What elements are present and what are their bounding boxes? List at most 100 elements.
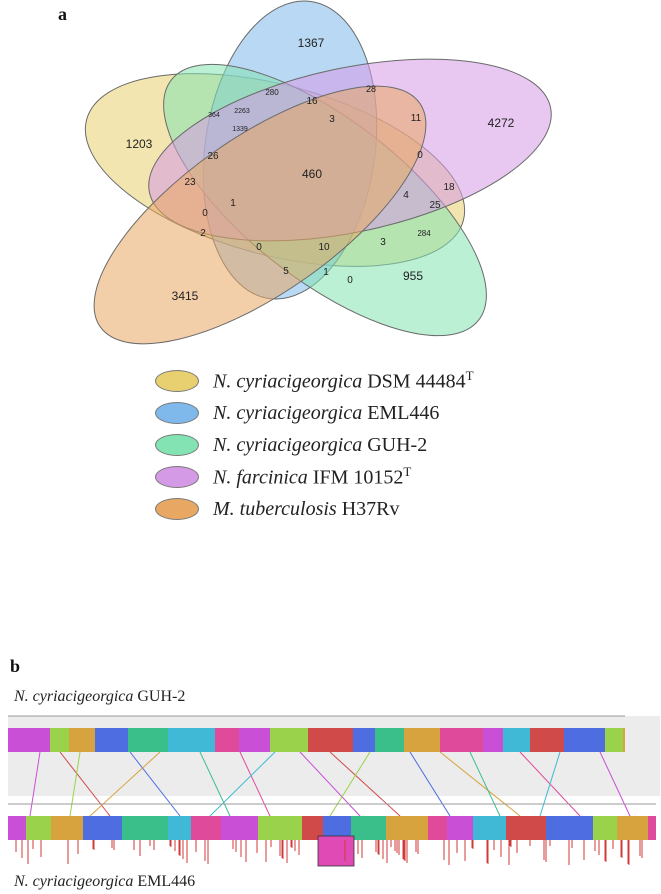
- variation-ticks: [15, 840, 643, 865]
- panel-a-label: a: [58, 4, 67, 24]
- bottom-lcb-block: [473, 816, 506, 840]
- bottom-genome-label: N. cyriacigeorgica EML446: [14, 873, 196, 890]
- top-genome-blocks: [8, 728, 625, 752]
- lcb-connector: [299, 751, 361, 817]
- legend-item-dsm44484: N. cyriacigeorgica DSM 44484T: [155, 365, 474, 397]
- count-region: 1339: [232, 126, 248, 133]
- top-lcb-block: [440, 728, 483, 752]
- legend-item-guh2: N. cyriacigeorgica GUH-2: [155, 429, 474, 461]
- bottom-lcb-block: [51, 816, 83, 840]
- bottom-lcb-block: [122, 816, 168, 840]
- lcb-connector: [89, 751, 161, 817]
- legend-label: N. cyriacigeorgica GUH-2: [213, 433, 428, 456]
- count-region: 1: [323, 267, 329, 278]
- top-lcb-block: [215, 728, 239, 752]
- bottom-lcb-block: [302, 816, 323, 840]
- lcb-connector: [329, 751, 401, 817]
- lcb-connector: [329, 751, 371, 817]
- top-lcb-block: [503, 728, 530, 752]
- count-region: 23: [184, 177, 196, 188]
- bottom-lcb-block: [593, 816, 617, 840]
- bottom-lcb-block: [83, 816, 122, 840]
- venn-diagram: 1367 1 2 0 3 4272 3415 955 460 280 28 364 2…: [84, 0, 552, 345]
- legend-item-tuberculosis: M. tuberculosis H37Rv: [155, 493, 474, 525]
- count-region: 280: [265, 88, 279, 97]
- count-region: 0: [256, 242, 262, 253]
- count-region: 3: [380, 237, 386, 248]
- top-lcb-block: [404, 728, 440, 752]
- lcb-connector: [29, 751, 41, 817]
- bottom-lcb-block: [546, 816, 593, 840]
- count-region: 364: [208, 112, 220, 119]
- legend-label: N. cyriacigeorgica EML446: [213, 401, 440, 424]
- lcb-connector: [199, 751, 231, 817]
- bottom-lcb-block: [8, 816, 26, 840]
- lcb-connector: [129, 751, 181, 817]
- count-region: 25: [429, 200, 441, 211]
- top-lcb-block: [270, 728, 308, 752]
- top-lcb-block: [564, 728, 605, 752]
- lcb-connector: [409, 751, 451, 817]
- legend-swatch: [155, 402, 199, 424]
- top-lcb-block: [605, 728, 623, 752]
- lcb-connector: [539, 751, 561, 817]
- count-guh2-only: 955: [403, 269, 423, 283]
- venn-ellipses: [84, 0, 552, 345]
- top-lcb-block: [168, 728, 215, 752]
- legend-label: N. farcinica IFM 10152T: [213, 464, 412, 489]
- lcb-connector: [209, 751, 276, 817]
- count-region: 10: [318, 242, 330, 253]
- count-tuberculosis-only: 3415: [172, 289, 199, 303]
- count-region: 26: [207, 151, 219, 162]
- genome-alignment: [8, 715, 660, 867]
- count-region: 0: [417, 150, 423, 161]
- panel-b-label: b: [10, 656, 21, 676]
- top-genome-label: N. cyriacigeorgica GUH-2: [14, 688, 186, 705]
- top-lcb-block: [8, 728, 50, 752]
- inverted-block: [317, 835, 355, 867]
- count-eml446-only: 1367: [298, 36, 325, 50]
- top-lcb-block: [128, 728, 168, 752]
- top-lcb-block: [530, 728, 564, 752]
- top-lcb-block: [483, 728, 503, 752]
- count-region: 28: [366, 84, 376, 94]
- top-lcb-block: [239, 728, 270, 752]
- bottom-lcb-block: [26, 816, 51, 840]
- lcb-connector: [469, 751, 501, 817]
- count-region: 4: [403, 190, 409, 201]
- legend-swatch: [155, 466, 199, 488]
- count-region: 2: [200, 228, 206, 239]
- top-lcb-block: [375, 728, 404, 752]
- count-region: 284: [417, 229, 431, 238]
- top-lcb-block: [308, 728, 353, 752]
- venn-ellipse-tuberculosis: [93, 85, 427, 345]
- bottom-lcb-block: [428, 816, 447, 840]
- top-lcb-block: [353, 728, 375, 752]
- count-region: 18: [443, 182, 455, 193]
- legend-swatch: [155, 370, 199, 392]
- bottom-lcb-block: [191, 816, 221, 840]
- bottom-lcb-block: [617, 816, 648, 840]
- bottom-lcb-block: [506, 816, 546, 840]
- lcb-connector: [69, 751, 81, 817]
- top-lcb-block: [623, 728, 625, 752]
- bottom-lcb-block: [447, 816, 473, 840]
- bottom-lcb-block: [648, 816, 656, 840]
- venn-counts: 1367 1 2 0 3 4272 3415 955 460 280 28 364 2…: [126, 36, 515, 303]
- legend-label: N. cyriacigeorgica DSM 44484T: [213, 368, 474, 393]
- count-region: 2263: [234, 108, 250, 115]
- count-region: 3: [329, 114, 335, 125]
- count-farcinica-only: 4272: [488, 116, 515, 130]
- legend-item-eml446: N. cyriacigeorgica EML446: [155, 397, 474, 429]
- lcb-connector: [239, 751, 271, 817]
- legend-label: M. tuberculosis H37Rv: [213, 497, 400, 520]
- bottom-lcb-block: [386, 816, 428, 840]
- legend-swatch: [155, 434, 199, 456]
- bottom-lcb-block: [258, 816, 302, 840]
- legend-swatch: [155, 498, 199, 520]
- count-core: 460: [302, 167, 322, 181]
- count-region: 16: [306, 96, 318, 107]
- lcb-connector: [599, 751, 631, 817]
- block-connectors: [29, 751, 631, 817]
- count-region: 11: [411, 113, 422, 124]
